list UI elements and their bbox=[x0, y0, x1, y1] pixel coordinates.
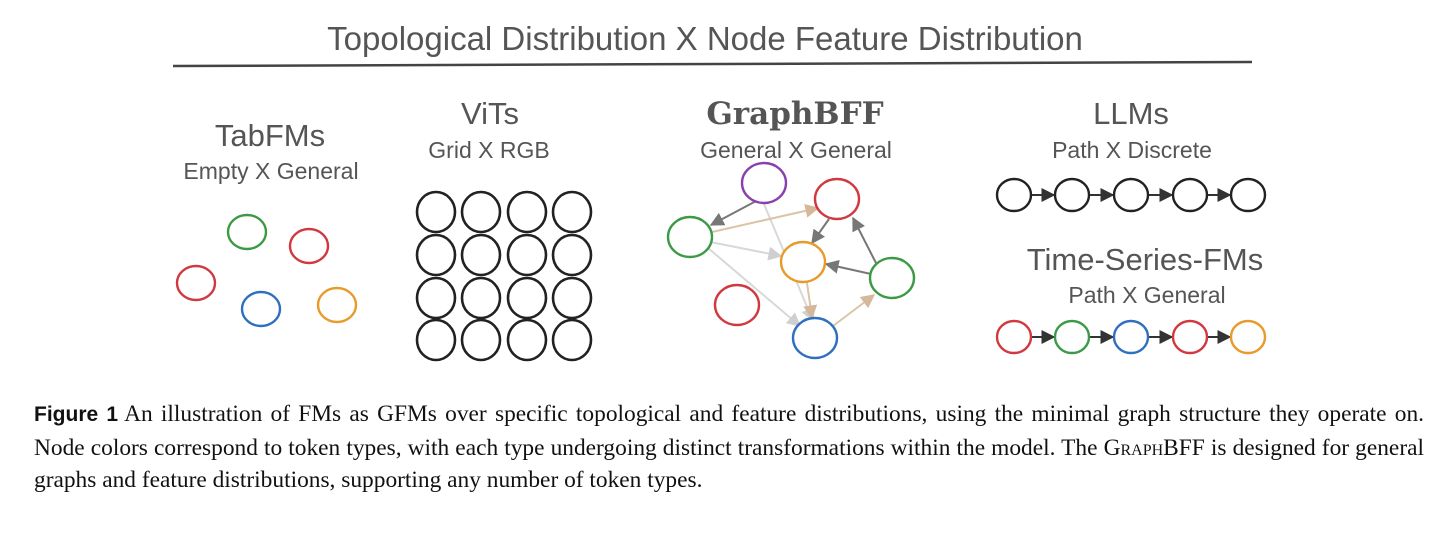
panel-tsfms: Time-Series-FMs Path X General bbox=[995, 242, 1267, 355]
vits-grid-node bbox=[415, 190, 457, 234]
tsfms-subtitle: Path X General bbox=[1068, 282, 1225, 308]
panel-tabfms: TabFMs Empty X General bbox=[175, 118, 359, 328]
figure-header: Topological Distribution X Node Feature … bbox=[327, 20, 1083, 57]
vits-grid-node bbox=[551, 276, 593, 320]
llms-node-black bbox=[1112, 177, 1150, 213]
vits-grid-node bbox=[460, 318, 502, 362]
tsfms-title: Time-Series-FMs bbox=[1027, 242, 1264, 277]
header-rule bbox=[172, 60, 1253, 68]
vits-grid-node bbox=[415, 233, 457, 277]
graphbff-edge bbox=[709, 199, 759, 226]
graphbff-node-blue bbox=[791, 316, 839, 360]
tabfms-node-blue bbox=[240, 290, 282, 328]
graphbff-edge bbox=[709, 241, 783, 261]
vits-grid-node bbox=[415, 318, 457, 362]
llms-node-black bbox=[1053, 177, 1091, 213]
tabfms-subtitle: Empty X General bbox=[183, 158, 358, 184]
caption-label: Figure 1 bbox=[34, 403, 119, 426]
llms-node-black bbox=[995, 177, 1033, 213]
tabfms-title: TabFMs bbox=[215, 118, 325, 153]
tabfms-node-green bbox=[226, 213, 268, 251]
vits-title: ViTs bbox=[461, 96, 519, 131]
panel-vits: ViTs Grid X RGB bbox=[415, 96, 593, 362]
tabfms-node-orange bbox=[316, 286, 358, 324]
vits-grid-node bbox=[415, 276, 457, 320]
graphbff-edge bbox=[852, 216, 877, 264]
tsfms-node-green bbox=[1053, 319, 1091, 355]
graphbff-node-green bbox=[868, 256, 916, 300]
llms-chain bbox=[995, 177, 1267, 213]
vits-grid-node bbox=[506, 276, 548, 320]
caption-smallcaps-graphbff: GraphBFF bbox=[1103, 434, 1205, 461]
graphbff-node-red bbox=[713, 283, 761, 327]
tsfms-node-red bbox=[995, 319, 1033, 355]
llms-subtitle: Path X Discrete bbox=[1052, 137, 1212, 163]
vits-grid-node bbox=[551, 318, 593, 362]
caption-text-part2: is designed for general graphs and featu… bbox=[34, 434, 1424, 494]
vits-grid-node bbox=[460, 190, 502, 234]
tabfms-node-red bbox=[175, 264, 217, 302]
vits-grid-node bbox=[551, 233, 593, 277]
llms-node-black bbox=[1229, 177, 1267, 213]
vits-grid-node bbox=[460, 276, 502, 320]
llms-node-black bbox=[1171, 177, 1209, 213]
vits-grid-node bbox=[551, 190, 593, 234]
graphbff-node-green bbox=[666, 215, 714, 259]
vits-grid-node bbox=[506, 318, 548, 362]
panel-graphbff: GraphBFF General X General bbox=[666, 96, 916, 360]
graphbff-edge bbox=[707, 247, 802, 327]
vits-grid-node bbox=[506, 233, 548, 277]
graphbff-node-orange bbox=[779, 240, 827, 284]
graphbff-edge bbox=[811, 218, 830, 245]
panel-llms: LLMs Path X Discrete bbox=[995, 96, 1267, 213]
graphbff-node-purple bbox=[740, 161, 788, 205]
graphbff-edge bbox=[832, 294, 876, 327]
tsfms-node-orange bbox=[1229, 319, 1267, 355]
graphbff-edge bbox=[803, 282, 818, 320]
graphbff-edge bbox=[711, 203, 820, 233]
figure-illustration: Topological Distribution X Node Feature … bbox=[172, 20, 1267, 362]
vits-subtitle: Grid X RGB bbox=[428, 137, 549, 163]
graphbff-title: GraphBFF bbox=[706, 96, 883, 132]
tsfms-node-blue bbox=[1112, 319, 1150, 355]
tabfms-node-red bbox=[288, 227, 330, 265]
llms-title: LLMs bbox=[1093, 96, 1169, 131]
graphbff-subtitle: General X General bbox=[700, 137, 892, 163]
graphbff-node-red bbox=[813, 177, 861, 221]
tsfms-chain bbox=[995, 319, 1267, 355]
graphbff-edge bbox=[824, 259, 872, 275]
tsfms-node-red bbox=[1171, 319, 1209, 355]
caption-text-part1: An illustration of FMs as GFMs over spec… bbox=[34, 401, 1424, 461]
vits-grid-node bbox=[460, 233, 502, 277]
vits-grid bbox=[415, 190, 593, 362]
vits-grid-node bbox=[506, 190, 548, 234]
